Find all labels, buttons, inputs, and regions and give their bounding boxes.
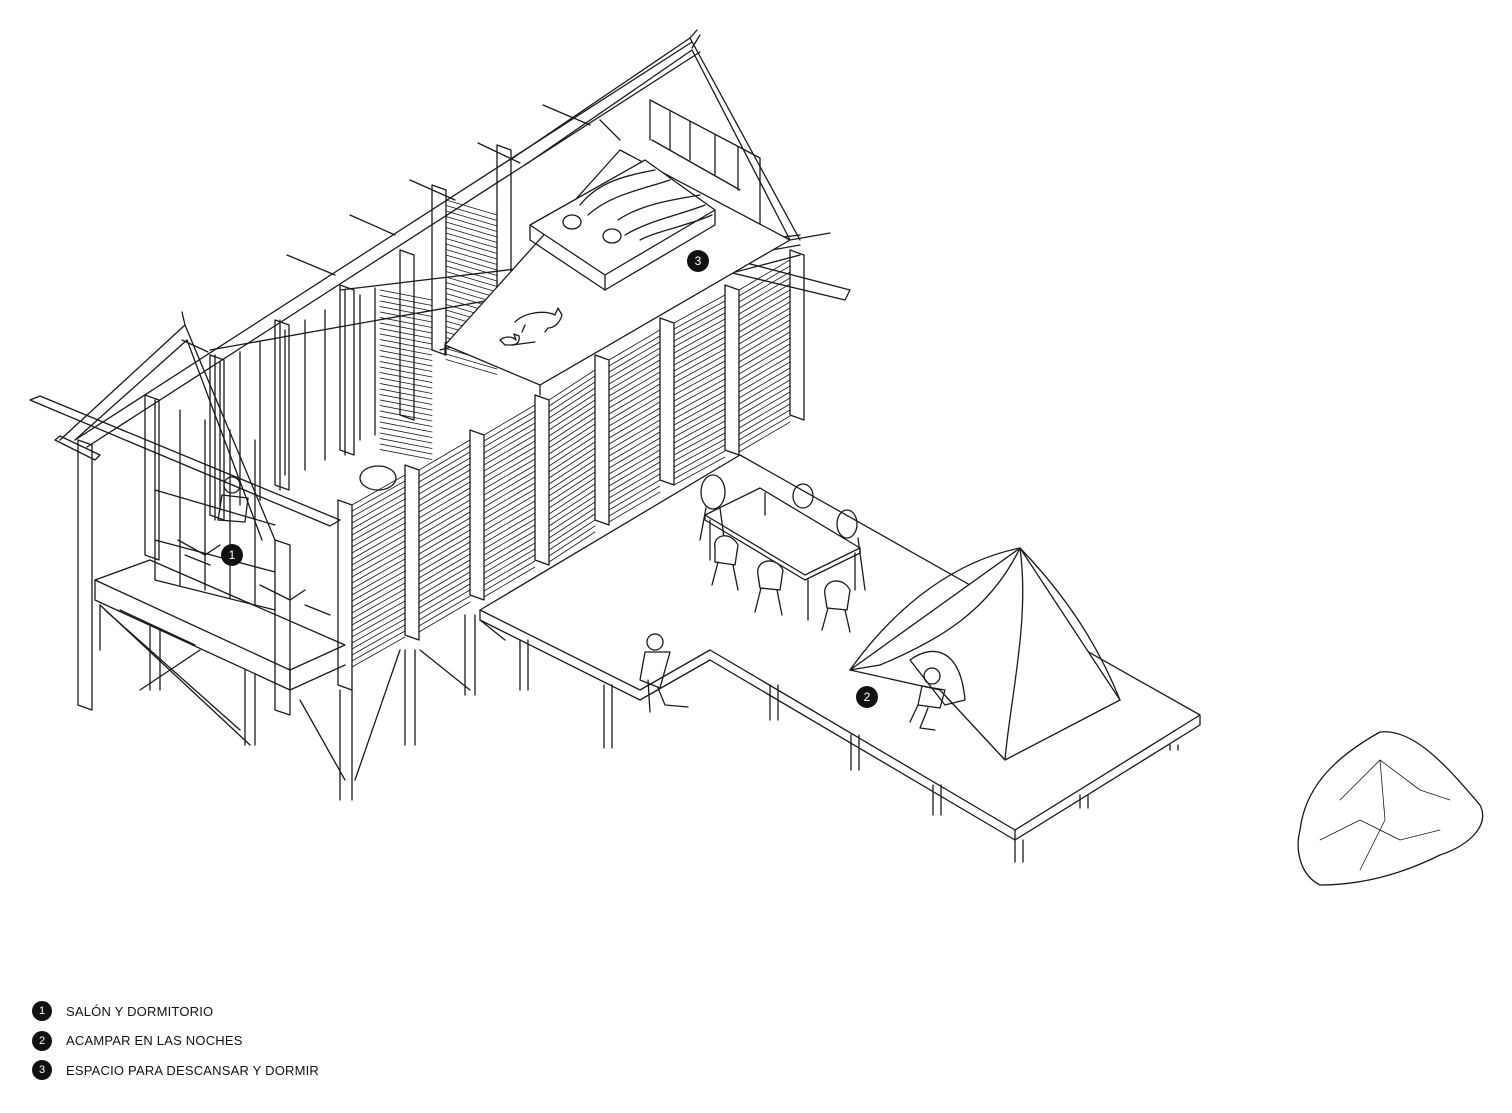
legend-label: SALÓN Y DORMITORIO [66, 1003, 214, 1019]
marker-3: 3 [687, 250, 709, 272]
cats [499, 307, 563, 346]
glass-doors [154, 287, 376, 611]
legend: 1 SALÓN Y DORMITORIO 2 ACAMPAR EN LAS NO… [32, 1000, 319, 1089]
marker-2: 2 [856, 686, 878, 708]
dining-set [699, 474, 866, 633]
legend-item: 3 ESPACIO PARA DESCANSAR Y DORMIR [32, 1059, 319, 1081]
legend-number: 1 [32, 1001, 52, 1021]
rear-gable [509, 29, 801, 241]
boulder [1297, 731, 1484, 886]
mattress [529, 159, 716, 291]
legend-label: ESPACIO PARA DESCANSAR Y DORMIR [66, 1062, 320, 1078]
top-beams [29, 41, 851, 527]
front-gable [59, 311, 276, 541]
legend-label: ACAMPAR EN LAS NOCHES [66, 1033, 243, 1048]
legend-number: 2 [32, 1030, 52, 1051]
legend-item: 2 ACAMPAR EN LAS NOCHES [32, 1030, 319, 1052]
lounge-chairs [177, 465, 397, 616]
left-platform [94, 559, 506, 801]
person-on-deck-edge [639, 633, 689, 713]
legend-item: 1 SALÓN Y DORMITORIO [32, 1000, 319, 1022]
legend-number: 3 [32, 1060, 52, 1080]
person-at-tent [909, 667, 946, 731]
marker-1: 1 [221, 544, 243, 566]
wall-slats-front [351, 259, 791, 668]
person-inside-lounge [217, 476, 249, 523]
